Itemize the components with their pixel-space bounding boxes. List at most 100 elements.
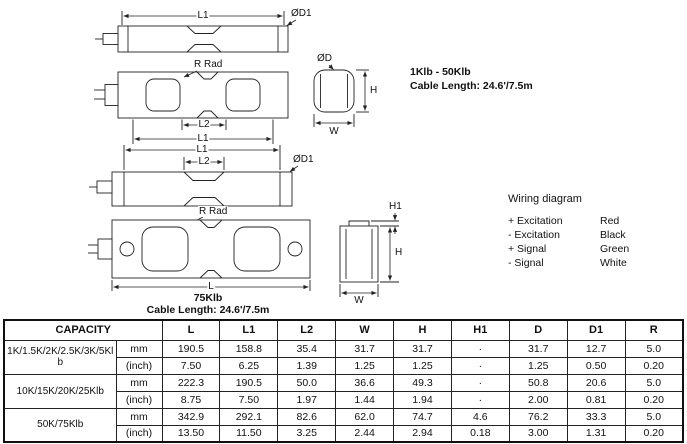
value-cell: 2.94: [393, 424, 452, 443]
value-cell: 5.0: [624, 407, 684, 426]
value-cell: 342.9: [161, 407, 221, 426]
column-header: H1: [450, 319, 510, 341]
value-cell: 0.81: [566, 390, 626, 409]
value-cell: 190.5: [161, 339, 221, 358]
small-cable-note: Cable Length: 24.6'/7.5m: [410, 80, 533, 92]
column-header-capacity: CAPACITY: [3, 319, 163, 341]
value-cell: 190.5: [219, 373, 279, 392]
value-cell: 1.97: [277, 390, 337, 409]
value-cell: 7.50: [161, 356, 221, 375]
small-end-view: [313, 64, 369, 127]
wiring-row: - Signal White: [508, 257, 673, 271]
dim-label-l1-small-top: L1: [196, 10, 210, 21]
value-cell: 1.44: [335, 390, 395, 409]
capacity-cell: 50K/75Klb: [3, 407, 117, 443]
table-row: 50K/75Klb mm 342.9 292.1 82.6 62.0 74.7 …: [3, 407, 684, 443]
value-cell: 7.50: [219, 390, 279, 409]
dim-label-l1-large: L1: [195, 144, 209, 155]
value-cell: 5.0: [624, 339, 684, 358]
value-cell: ·: [450, 356, 510, 375]
value-cell: 3.25: [277, 424, 337, 443]
column-header: D: [508, 319, 568, 341]
value-cell: 5.0: [624, 373, 684, 392]
dim-label-l2-small: L2: [197, 119, 211, 130]
value-cell: 31.7: [335, 339, 395, 358]
unit-cell: mm: [115, 407, 163, 426]
large-capacity-note: 75Klb: [193, 292, 223, 304]
dim-label-rrad-large: R Rad: [198, 206, 229, 217]
dim-label-l2-large: L2: [197, 156, 211, 167]
dim-label-h-small: H: [369, 85, 379, 96]
wiring-signal-label: + Signal: [508, 243, 547, 255]
value-cell: 50.8: [508, 373, 568, 392]
value-cell: ·: [450, 339, 510, 358]
wiring-title: Wiring diagram: [508, 193, 582, 205]
value-cell: ·: [450, 390, 510, 409]
table-row: 1K/1.5K/2K/2.5K/3K/5Klb mm 190.5 158.8 3…: [3, 339, 684, 375]
value-cell: 76.2: [508, 407, 568, 426]
wiring-color-label: Black: [600, 229, 626, 241]
column-header: R: [624, 319, 684, 341]
value-cell: 3.00: [508, 424, 568, 443]
value-cell: 0.20: [624, 356, 684, 375]
value-cell: 292.1: [219, 407, 279, 426]
large-side-view: [89, 145, 299, 207]
value-cell: 31.7: [393, 339, 452, 358]
value-cell: 82.6: [277, 407, 337, 426]
technical-drawing-svg: [88, 11, 399, 297]
value-cell: 6.25: [219, 356, 279, 375]
value-cell: ·: [450, 373, 510, 392]
column-header: L2: [277, 319, 337, 341]
dim-label-rrad-small: R Rad: [193, 59, 224, 70]
column-header: L1: [219, 319, 279, 341]
value-cell: 13.50: [161, 424, 221, 443]
value-cell: 1.25: [335, 356, 395, 375]
small-top-view: [94, 70, 289, 144]
small-capacity-note: 1Klb - 50Klb: [410, 66, 471, 78]
column-header: H: [393, 319, 452, 341]
value-cell: 1.94: [393, 390, 452, 409]
wiring-row: + Signal Green: [508, 243, 673, 257]
unit-cell: mm: [115, 373, 163, 392]
value-cell: 1.25: [393, 356, 452, 375]
capacity-cell: 10K/15K/20K/25Klb: [3, 373, 117, 409]
value-cell: 36.6: [335, 373, 395, 392]
value-cell: 1.31: [566, 424, 626, 443]
value-cell: 11.50: [219, 424, 279, 443]
wiring-row: - Excitation Black: [508, 229, 673, 243]
dim-label-h1-large: H1: [388, 201, 403, 212]
unit-cell: (inch): [115, 390, 163, 409]
value-cell: 0.50: [566, 356, 626, 375]
value-cell: 35.4: [277, 339, 337, 358]
table-row: 10K/15K/20K/25Klb mm 222.3 190.5 50.0 36…: [3, 373, 684, 409]
unit-cell: (inch): [115, 424, 163, 443]
value-cell: 49.3: [393, 373, 452, 392]
value-cell: 12.7: [566, 339, 626, 358]
value-cell: 158.8: [219, 339, 279, 358]
value-cell: 4.6: [450, 407, 510, 426]
wiring-signal-label: + Excitation: [508, 215, 563, 227]
value-cell: 1.25: [508, 356, 568, 375]
wiring-color-label: White: [600, 257, 627, 269]
value-cell: 0.18: [450, 424, 510, 443]
capacity-cell: 1K/1.5K/2K/2.5K/3K/5Klb: [3, 339, 117, 375]
value-cell: 2.00: [508, 390, 568, 409]
wiring-color-label: Red: [600, 215, 620, 227]
dimensions-table: CAPACITY L L1 L2 W H H1 D D1 R 1K/1.5K/2…: [3, 319, 684, 443]
value-cell: 0.20: [624, 390, 684, 409]
dim-label-d-small: ØD: [316, 53, 333, 64]
column-header: W: [335, 319, 395, 341]
column-header: L: [161, 319, 221, 341]
dim-label-d1-large: ØD1: [292, 154, 315, 165]
value-cell: 20.6: [566, 373, 626, 392]
unit-cell: (inch): [115, 356, 163, 375]
large-end-view: [339, 213, 399, 297]
dim-label-l-large: L: [207, 281, 215, 292]
dim-label-h-large: H: [394, 247, 404, 258]
large-top-view: [88, 216, 311, 291]
dim-label-l1-small-bottom: L1: [196, 133, 210, 144]
value-cell: 222.3: [161, 373, 221, 392]
unit-cell: mm: [115, 339, 163, 358]
small-side-view: [95, 11, 297, 53]
